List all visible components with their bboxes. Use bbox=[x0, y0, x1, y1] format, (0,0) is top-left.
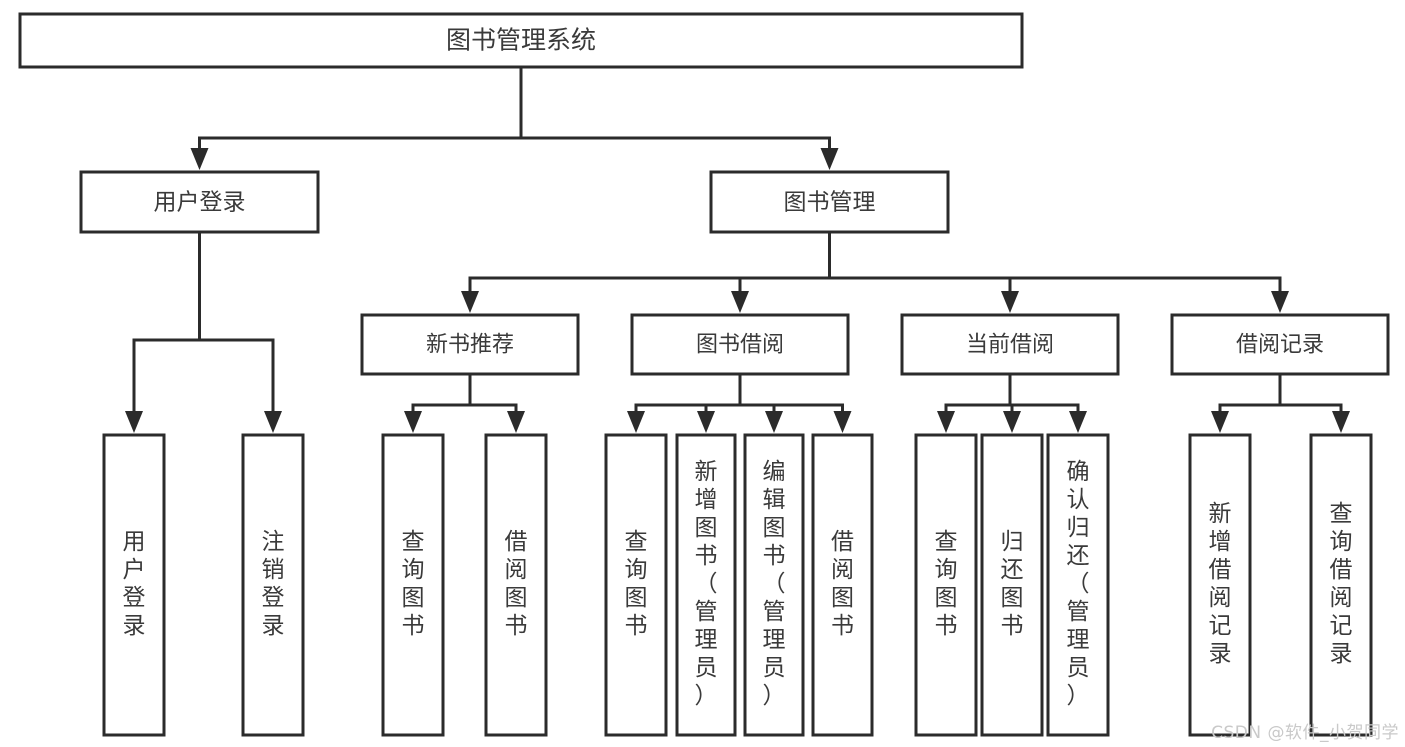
node-leaf-borrow-book-1[interactable]: 借阅图书 bbox=[484, 433, 548, 737]
node-leaf-query-book-3-label: 查询图书 bbox=[935, 529, 958, 639]
node-title-system-box[interactable] bbox=[18, 12, 1024, 69]
node-current-borrow-box[interactable] bbox=[900, 313, 1120, 376]
node-leaf-borrow-book-2-box[interactable] bbox=[811, 433, 874, 737]
node-current-borrow[interactable]: 当前借阅 bbox=[900, 313, 1120, 376]
node-leaf-add-book[interactable]: 新增图书（管理员） bbox=[675, 433, 737, 737]
node-leaf-query-book-2-box[interactable] bbox=[604, 433, 668, 737]
node-leaf-query-book-3-box[interactable] bbox=[914, 433, 978, 737]
node-leaf-borrow-book-1-label: 借阅图书 bbox=[505, 529, 528, 639]
node-leaf-confirm-return[interactable]: 确认归还（管理员） bbox=[1046, 433, 1110, 737]
node-borrow-record-box[interactable] bbox=[1170, 313, 1390, 376]
node-title-system-label: 图书管理系统 bbox=[446, 26, 596, 55]
node-leaf-user-login-box[interactable] bbox=[102, 433, 166, 737]
node-leaf-add-record-box[interactable] bbox=[1188, 433, 1252, 737]
node-leaf-borrow-book-2[interactable]: 借阅图书 bbox=[811, 433, 874, 737]
node-leaf-query-record-label: 查询借阅记录 bbox=[1330, 501, 1353, 667]
arrowhead-book-manage bbox=[820, 148, 839, 170]
arrowhead-current-borrow bbox=[1001, 291, 1019, 313]
node-book-manage[interactable]: 图书管理 bbox=[709, 170, 950, 234]
node-leaf-borrow-book-2-label: 借阅图书 bbox=[831, 529, 854, 639]
watermark-text: CSDN @软件_小贺同学 bbox=[1211, 723, 1399, 743]
arrowhead-leaf-query-book-2 bbox=[627, 411, 645, 433]
node-leaf-user-login[interactable]: 用户登录 bbox=[102, 433, 166, 737]
node-leaf-logout[interactable]: 注销登录 bbox=[241, 433, 305, 737]
node-leaf-add-record[interactable]: 新增借阅记录 bbox=[1188, 433, 1252, 737]
arrowhead-leaf-edit-book bbox=[765, 411, 783, 433]
arrowhead-leaf-query-book-3 bbox=[937, 411, 955, 433]
arrowhead-leaf-user-login bbox=[125, 411, 143, 433]
node-leaf-edit-book-label: 编辑图书（管理员） bbox=[763, 459, 786, 709]
node-leaf-add-book-label: 新增图书（管理员） bbox=[695, 459, 718, 709]
node-leaf-edit-book-box[interactable] bbox=[743, 433, 805, 737]
arrowhead-new-book-rec bbox=[461, 291, 479, 313]
node-leaf-query-book-1[interactable]: 查询图书 bbox=[381, 433, 445, 737]
node-book-manage-box[interactable] bbox=[709, 170, 950, 234]
node-leaf-return-book-label: 归还图书 bbox=[1001, 529, 1024, 639]
node-leaf-query-book-2-label: 查询图书 bbox=[625, 529, 648, 639]
node-user-login[interactable]: 用户登录 bbox=[79, 170, 320, 234]
node-leaf-confirm-return-label: 确认归还（管理员） bbox=[1067, 459, 1090, 709]
node-leaf-query-book-2[interactable]: 查询图书 bbox=[604, 433, 668, 737]
node-leaf-logout-box[interactable] bbox=[241, 433, 305, 737]
node-leaf-return-book[interactable]: 归还图书 bbox=[980, 433, 1044, 737]
arrowhead-leaf-borrow-book-1 bbox=[507, 411, 525, 433]
arrowhead-leaf-confirm-return bbox=[1069, 411, 1087, 433]
arrowhead-leaf-add-book bbox=[697, 411, 715, 433]
node-current-borrow-label: 当前借阅 bbox=[966, 333, 1054, 358]
node-book-borrow-label: 图书借阅 bbox=[696, 333, 784, 358]
node-book-manage-label: 图书管理 bbox=[784, 190, 876, 216]
node-leaf-add-record-label: 新增借阅记录 bbox=[1209, 501, 1232, 667]
node-leaf-borrow-book-1-box[interactable] bbox=[484, 433, 548, 737]
node-new-book-rec[interactable]: 新书推荐 bbox=[360, 313, 580, 376]
node-title-system[interactable]: 图书管理系统 bbox=[18, 12, 1024, 69]
arrowhead-leaf-return-book bbox=[1003, 411, 1021, 433]
node-book-borrow-box[interactable] bbox=[630, 313, 850, 376]
node-leaf-query-book-1-label: 查询图书 bbox=[402, 529, 425, 639]
node-user-login-box[interactable] bbox=[79, 170, 320, 234]
node-new-book-rec-label: 新书推荐 bbox=[426, 333, 514, 358]
arrowhead-leaf-logout bbox=[264, 411, 282, 433]
arrowhead-borrow-record bbox=[1271, 291, 1289, 313]
arrowhead-leaf-add-record bbox=[1211, 411, 1229, 433]
node-borrow-record-label: 借阅记录 bbox=[1236, 333, 1324, 358]
node-leaf-edit-book[interactable]: 编辑图书（管理员） bbox=[743, 433, 805, 737]
node-leaf-query-book-1-box[interactable] bbox=[381, 433, 445, 737]
arrowhead-leaf-borrow-book-2 bbox=[833, 411, 852, 433]
node-new-book-rec-box[interactable] bbox=[360, 313, 580, 376]
node-leaf-logout-label: 注销登录 bbox=[262, 529, 285, 639]
connector-layer bbox=[125, 65, 1350, 433]
node-layer: 图书管理系统用户登录图书管理新书推荐图书借阅当前借阅借阅记录用户登录注销登录查询… bbox=[18, 12, 1390, 737]
node-book-borrow[interactable]: 图书借阅 bbox=[630, 313, 850, 376]
node-leaf-query-book-3[interactable]: 查询图书 bbox=[914, 433, 978, 737]
arrowhead-book-borrow bbox=[731, 291, 749, 313]
node-leaf-return-book-box[interactable] bbox=[980, 433, 1044, 737]
node-user-login-label: 用户登录 bbox=[154, 190, 246, 216]
node-leaf-query-record[interactable]: 查询借阅记录 bbox=[1309, 433, 1373, 737]
node-leaf-query-record-box[interactable] bbox=[1309, 433, 1373, 737]
node-leaf-confirm-return-box[interactable] bbox=[1046, 433, 1110, 737]
node-borrow-record[interactable]: 借阅记录 bbox=[1170, 313, 1390, 376]
arrowhead-leaf-query-book-1 bbox=[404, 411, 422, 433]
arrowhead-user-login bbox=[190, 148, 209, 170]
node-leaf-user-login-label: 用户登录 bbox=[123, 529, 146, 639]
node-leaf-add-book-box[interactable] bbox=[675, 433, 737, 737]
arrowhead-leaf-query-record bbox=[1332, 411, 1350, 433]
